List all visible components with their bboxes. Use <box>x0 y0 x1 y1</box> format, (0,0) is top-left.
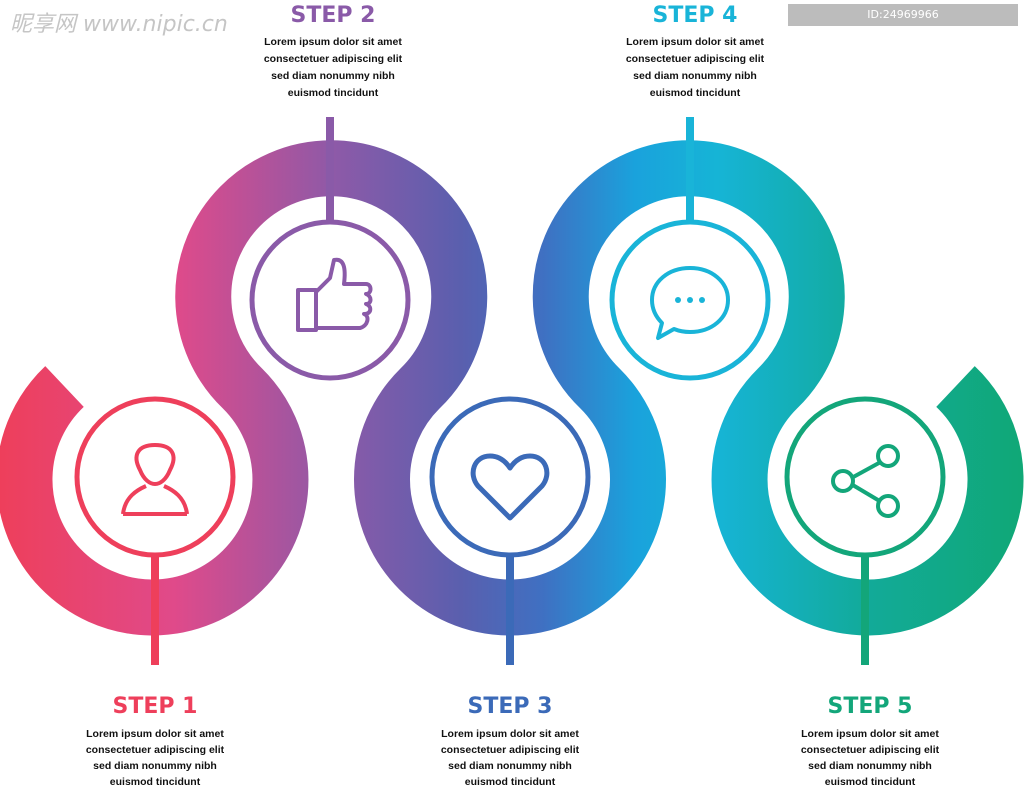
step-1-line-4: euismod tincidunt <box>110 776 201 788</box>
step-2-line-2: consectetuer adipiscing elit <box>264 53 403 65</box>
step-5-title: STEP 5 <box>828 694 913 719</box>
step-1-line-1: Lorem ipsum dolor sit amet <box>86 728 224 740</box>
share-icon <box>831 444 900 518</box>
step-1-line-3: sed diam nonummy nibh <box>93 760 217 772</box>
step-5-line-4: euismod tincidunt <box>825 776 916 788</box>
step-1-ring <box>74 396 236 558</box>
step-1-line-2: consectetuer adipiscing elit <box>86 744 225 756</box>
chat-bubble-icon <box>650 266 730 340</box>
watermark-id: ID:24969966 NO:20171222215158487034 <box>788 4 1018 43</box>
step-5-line-2: consectetuer adipiscing elit <box>801 744 940 756</box>
step-4-text: STEP 4 Lorem ipsum dolor sit amet consec… <box>626 3 765 99</box>
step-2-line-4: euismod tincidunt <box>288 87 379 99</box>
step-3-line-1: Lorem ipsum dolor sit amet <box>441 728 579 740</box>
step-4-line-2: consectetuer adipiscing elit <box>626 53 765 65</box>
step-1-text: STEP 1 Lorem ipsum dolor sit amet consec… <box>86 694 225 788</box>
step-2-title: STEP 2 <box>291 3 376 28</box>
heart-icon <box>470 453 550 521</box>
step-2-line-3: sed diam nonummy nibh <box>271 70 395 82</box>
step-4-title: STEP 4 <box>653 3 738 28</box>
thumbs-up-icon <box>296 257 373 332</box>
step-4-line-3: sed diam nonummy nibh <box>633 70 757 82</box>
step-5-ring <box>784 396 946 558</box>
user-icon <box>121 443 189 516</box>
step-3-title: STEP 3 <box>468 694 553 719</box>
step-5-line-3: sed diam nonummy nibh <box>808 760 932 772</box>
step-3-ring <box>429 396 591 558</box>
step-3-line-4: euismod tincidunt <box>465 776 556 788</box>
step-2-text: STEP 2 Lorem ipsum dolor sit amet consec… <box>264 3 403 99</box>
watermark-site: 昵享网 www.nipic.cn <box>10 12 228 37</box>
step-4-line-4: euismod tincidunt <box>650 87 741 99</box>
step-5-text: STEP 5 Lorem ipsum dolor sit amet consec… <box>801 694 940 788</box>
step-3-text: STEP 3 Lorem ipsum dolor sit amet consec… <box>441 694 580 788</box>
step-3-line-2: consectetuer adipiscing elit <box>441 744 580 756</box>
step-5-line-1: Lorem ipsum dolor sit amet <box>801 728 939 740</box>
step-3-line-3: sed diam nonummy nibh <box>448 760 572 772</box>
step-1-title: STEP 1 <box>113 694 198 719</box>
step-2-ring <box>249 219 411 381</box>
step-2-line-1: Lorem ipsum dolor sit amet <box>264 36 402 48</box>
step-4-line-1: Lorem ipsum dolor sit amet <box>626 36 764 48</box>
